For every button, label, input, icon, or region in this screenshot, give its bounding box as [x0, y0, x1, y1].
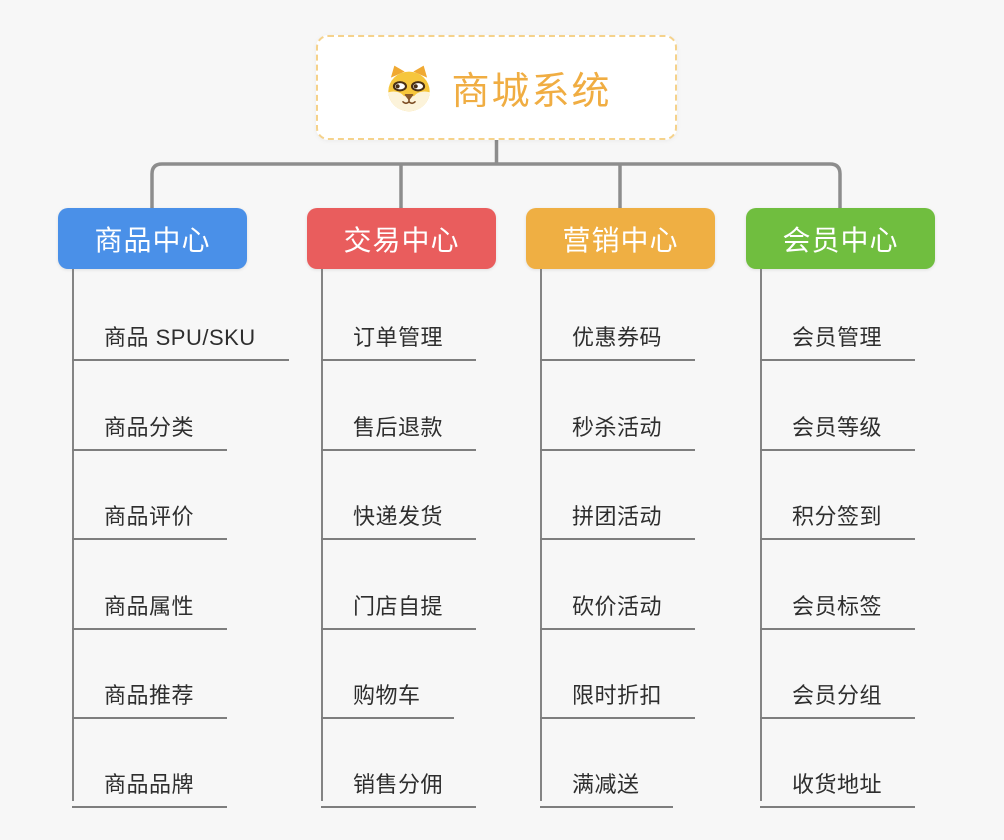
branch-header-marketing-center[interactable]: 营销中心: [526, 208, 715, 269]
branch-trade-center: 交易中心 订单管理 售后退款 快递发货 门店自提 购物车 销售分佣: [307, 208, 496, 808]
leaf-node[interactable]: 商品推荐: [72, 666, 228, 719]
leaf-node[interactable]: 优惠券码: [540, 308, 696, 361]
branch-marketing-center: 营销中心 优惠券码 秒杀活动 拼团活动 砍价活动 限时折扣 满减送: [526, 208, 715, 808]
branch-vertical-line: [72, 269, 74, 801]
leaf-node[interactable]: 砍价活动: [540, 577, 696, 630]
leaf-node[interactable]: 商品 SPU/SKU: [72, 308, 289, 361]
branch-header-trade-center[interactable]: 交易中心: [307, 208, 496, 269]
leaf-node[interactable]: 商品评价: [72, 487, 228, 540]
branch-product-center: 商品中心 商品 SPU/SKU 商品分类 商品评价 商品属性 商品推荐 商品品牌: [58, 208, 289, 808]
branch-vertical-line: [760, 269, 762, 801]
leaf-node[interactable]: 会员管理: [760, 308, 916, 361]
leaf-node[interactable]: 限时折扣: [540, 666, 696, 719]
dog-face-icon: [388, 65, 431, 111]
leaf-node[interactable]: 拼团活动: [540, 487, 696, 540]
branch-vertical-line: [321, 269, 323, 801]
root-node[interactable]: 商城系统: [316, 35, 677, 140]
leaf-node[interactable]: 满减送: [540, 755, 673, 808]
leaf-node[interactable]: 商品分类: [72, 398, 228, 451]
leaf-node[interactable]: 快递发货: [321, 487, 477, 540]
leaf-node[interactable]: 门店自提: [321, 577, 477, 630]
leaf-node[interactable]: 商品属性: [72, 577, 228, 630]
leaf-node[interactable]: 积分签到: [760, 487, 916, 540]
branch-header-member-center[interactable]: 会员中心: [746, 208, 935, 269]
branch-bus-line: [150, 162, 842, 209]
leaf-node[interactable]: 会员等级: [760, 398, 916, 451]
leaf-node[interactable]: 会员分组: [760, 666, 916, 719]
leaf-node[interactable]: 销售分佣: [321, 755, 477, 808]
leaf-node[interactable]: 订单管理: [321, 308, 477, 361]
leaf-node[interactable]: 收货地址: [760, 755, 916, 808]
branch-vertical-line: [540, 269, 542, 801]
leaf-node[interactable]: 售后退款: [321, 398, 477, 451]
leaf-node[interactable]: 购物车: [321, 666, 454, 719]
leaf-node[interactable]: 会员标签: [760, 577, 916, 630]
branch-member-center: 会员中心 会员管理 会员等级 积分签到 会员标签 会员分组 收货地址: [746, 208, 935, 808]
leaf-node[interactable]: 秒杀活动: [540, 398, 696, 451]
root-title: 商城系统: [451, 71, 612, 113]
leaf-node[interactable]: 商品品牌: [72, 755, 228, 808]
branch-header-product-center[interactable]: 商品中心: [58, 208, 247, 269]
